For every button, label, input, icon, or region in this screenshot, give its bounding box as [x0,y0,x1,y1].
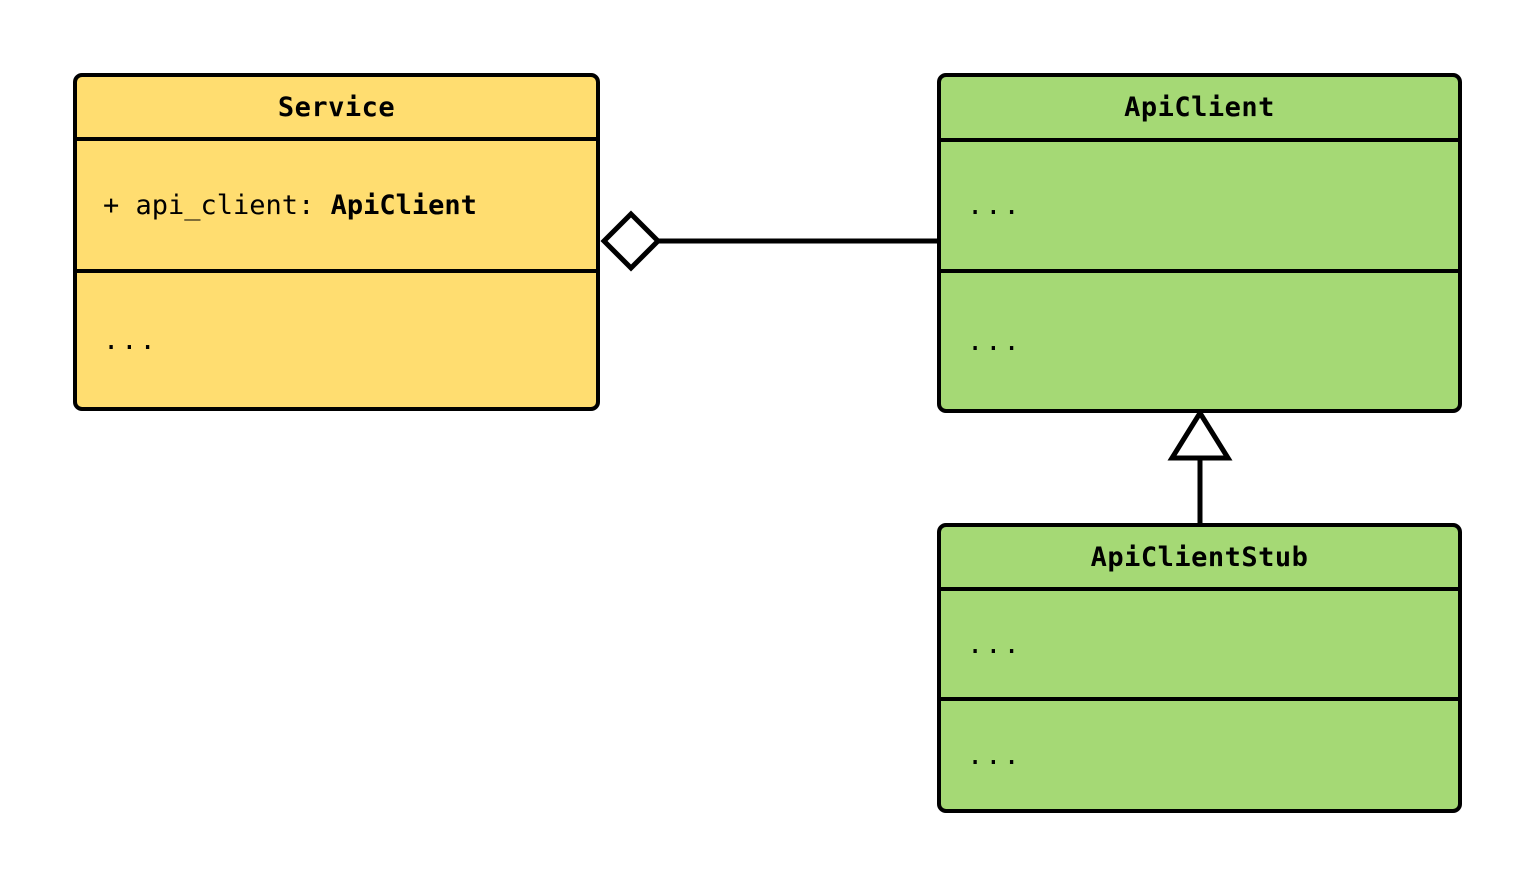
operations-compartment-apiclientstub: ... [941,697,1458,809]
operations-ellipsis: ... [967,739,1022,771]
uml-class-service[interactable]: Service + api_client: ApiClient ... [73,73,600,411]
operations-ellipsis: ... [103,324,158,356]
operations-ellipsis: ... [967,325,1022,357]
attributes-compartment-service: + api_client: ApiClient [77,137,596,269]
class-name-apiclientstub: ApiClientStub [1090,541,1309,573]
uml-class-apiclientstub[interactable]: ApiClientStub ... ... [937,523,1462,813]
uml-class-apiclient[interactable]: ApiClient ... ... [937,73,1462,413]
attribute-type: ApiClient [330,189,477,221]
hollow-diamond-icon [600,210,662,272]
generalization-connector-apiclientstub-apiclient [1167,408,1233,523]
attributes-ellipsis: ... [967,190,1022,221]
attributes-compartment-apiclient: ... [941,138,1458,269]
operations-compartment-service: ... [77,269,596,407]
hollow-triangle-icon [1167,408,1233,461]
class-name-service: Service [277,91,396,123]
operations-compartment-apiclient: ... [941,269,1458,409]
class-name-apiclient: ApiClient [1124,92,1275,123]
attributes-compartment-apiclientstub: ... [941,587,1458,697]
attribute-row: + api_client: ApiClient [103,190,477,221]
attributes-ellipsis: ... [967,628,1022,660]
aggregation-connector-service-apiclient [600,210,937,272]
attribute-label: + api_client: [103,189,331,221]
